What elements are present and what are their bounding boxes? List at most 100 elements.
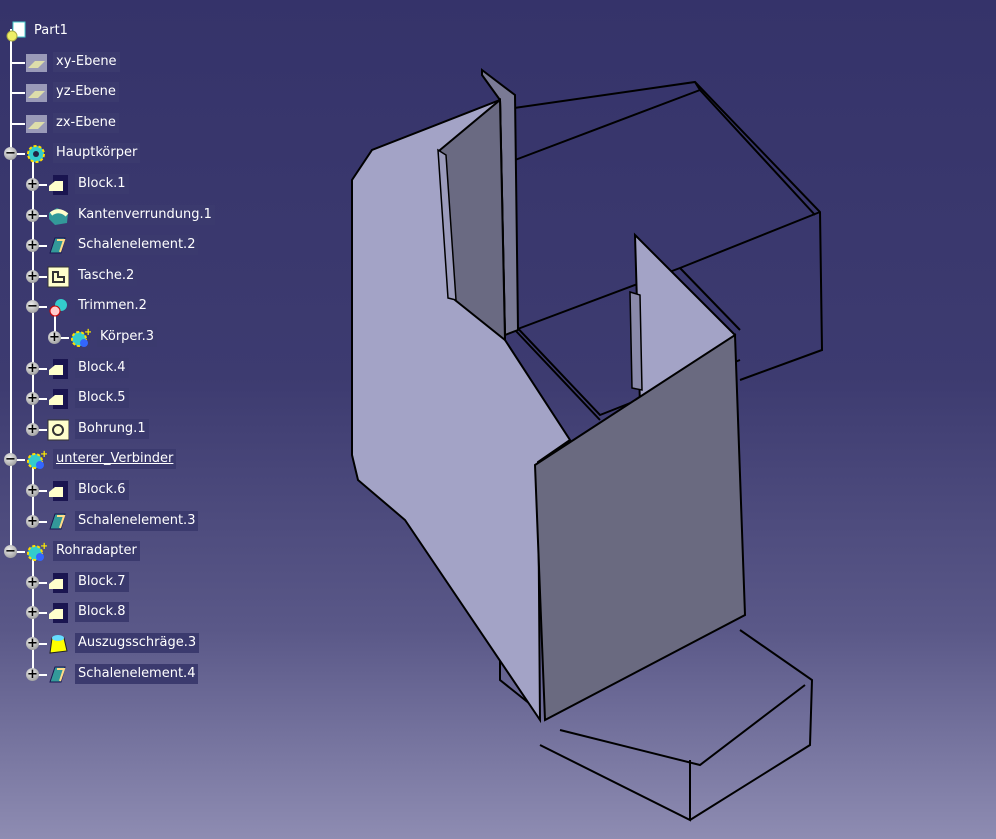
tree-item-label[interactable]: Part1 bbox=[34, 23, 68, 38]
tree-item-label[interactable]: Tasche.2 bbox=[75, 265, 138, 286]
tree-item-bohrung-1[interactable]: + Bohrung.1 bbox=[0, 418, 300, 441]
expand-icon[interactable]: + bbox=[26, 268, 39, 284]
tree-item-block-1[interactable]: + Block.1 bbox=[0, 174, 300, 196]
tree-connector-line bbox=[54, 307, 56, 338]
tree-item-schalenelement-2[interactable]: + Schalenelement.2 bbox=[0, 235, 300, 257]
expand-icon[interactable]: + bbox=[26, 421, 39, 437]
pad-icon[interactable] bbox=[47, 388, 69, 410]
tree-item-label[interactable]: Trimmen.2 bbox=[75, 296, 150, 317]
front-right-panel bbox=[533, 333, 747, 722]
specification-tree: Part1 xy-Ebene yz-Ebene zx-Ebene − Hauptkörpe… bbox=[0, 0, 300, 700]
body-icon[interactable] bbox=[25, 143, 47, 165]
tree-item-block-7[interactable]: + Block.7 bbox=[0, 571, 300, 594]
expand-icon[interactable]: + bbox=[26, 207, 39, 223]
tree-item-label[interactable]: xy-Ebene bbox=[53, 51, 120, 72]
tree-item-label[interactable]: yz-Ebene bbox=[53, 82, 119, 103]
tree-item-label[interactable]: Block.5 bbox=[75, 388, 129, 409]
tree-connector-line bbox=[10, 459, 25, 462]
tree-item-kantenverrundung-1[interactable]: + Kantenverrundung.1 bbox=[0, 204, 300, 227]
tree-item-label[interactable]: Auszugsschräge.3 bbox=[75, 633, 200, 653]
tree-item-label[interactable]: Block.8 bbox=[75, 602, 129, 623]
collapse-icon[interactable]: − bbox=[4, 452, 17, 468]
pad-icon[interactable] bbox=[47, 572, 69, 594]
tree-connector-line bbox=[32, 673, 47, 676]
tree-item-label[interactable]: Schalenelement.2 bbox=[75, 235, 199, 256]
tree-item-block-5[interactable]: + Block.5 bbox=[0, 388, 300, 410]
tree-item-hauptkörper[interactable]: − Hauptkörper bbox=[0, 143, 300, 165]
plane-icon[interactable] bbox=[25, 82, 47, 104]
pad-icon[interactable] bbox=[47, 602, 69, 624]
tree-item-zx-ebene[interactable]: zx-Ebene bbox=[0, 112, 300, 135]
expand-icon[interactable]: + bbox=[48, 330, 61, 345]
tree-connector-line bbox=[32, 643, 47, 645]
tree-item-block-6[interactable]: + Block.6 bbox=[0, 480, 300, 502]
tree-item-rohradapter[interactable]: −+Rohradapter bbox=[0, 541, 300, 563]
collapse-icon[interactable]: − bbox=[4, 146, 17, 162]
shell-icon[interactable] bbox=[47, 235, 69, 257]
tree-item-schalenelement-3[interactable]: + Schalenelement.3 bbox=[0, 510, 300, 533]
tree-item-yz-ebene[interactable]: yz-Ebene bbox=[0, 82, 300, 104]
expand-icon[interactable]: + bbox=[26, 483, 39, 498]
tree-item-label[interactable]: Block.1 bbox=[75, 174, 129, 194]
body-plus-icon[interactable]: + bbox=[25, 449, 48, 471]
tree-item-körper-3[interactable]: ++Körper.3 bbox=[0, 327, 300, 349]
tree-item-label[interactable]: Rohradapter bbox=[53, 541, 140, 562]
tree-item-label[interactable]: unterer_Verbinder bbox=[53, 449, 177, 470]
tree-item-label[interactable]: Bohrung.1 bbox=[75, 418, 149, 439]
plane-icon[interactable] bbox=[25, 52, 47, 74]
tree-item-label[interactable]: Schalenelement.3 bbox=[75, 510, 199, 531]
expand-icon[interactable]: + bbox=[26, 605, 39, 621]
tree-connector-line bbox=[32, 398, 47, 401]
body-plus-icon[interactable]: + bbox=[25, 541, 48, 563]
edge-fillet-icon[interactable] bbox=[47, 205, 69, 227]
right-rib bbox=[629, 290, 643, 391]
shell-icon[interactable] bbox=[47, 511, 69, 533]
expand-icon[interactable]: + bbox=[26, 513, 39, 529]
draft-icon[interactable] bbox=[47, 633, 69, 655]
pocket-icon[interactable] bbox=[47, 266, 70, 288]
tree-connector-line bbox=[10, 92, 25, 95]
hole-icon[interactable] bbox=[47, 419, 70, 441]
tree-item-block-8[interactable]: + Block.8 bbox=[0, 602, 300, 624]
tree-item-unterer-verbinder[interactable]: −+unterer_Verbinder bbox=[0, 449, 300, 471]
tree-item-xy-ebene[interactable]: xy-Ebene bbox=[0, 51, 300, 74]
expand-icon[interactable]: + bbox=[26, 391, 39, 407]
plane-icon[interactable] bbox=[25, 113, 47, 135]
pad-icon[interactable] bbox=[47, 174, 69, 196]
tree-item-label[interactable]: Block.7 bbox=[75, 571, 129, 592]
tree-connector-line bbox=[10, 153, 25, 156]
tree-item-label[interactable]: Kantenverrundung.1 bbox=[75, 204, 215, 225]
tree-item-label[interactable]: zx-Ebene bbox=[53, 112, 119, 133]
expand-icon[interactable]: + bbox=[26, 574, 39, 590]
tree-item-label[interactable]: Block.6 bbox=[75, 480, 129, 500]
part-icon[interactable] bbox=[5, 21, 27, 43]
tree-item-schalenelement-4[interactable]: + Schalenelement.4 bbox=[0, 663, 300, 686]
expand-icon[interactable]: + bbox=[26, 238, 39, 254]
tree-connector-line bbox=[32, 154, 34, 430]
tree-item-block-4[interactable]: + Block.4 bbox=[0, 357, 300, 380]
expand-icon[interactable]: + bbox=[26, 360, 39, 376]
tree-item-trimmen-2[interactable]: − Trimmen.2 bbox=[0, 296, 300, 318]
collapse-icon[interactable]: − bbox=[26, 299, 39, 315]
expand-icon[interactable]: + bbox=[26, 636, 39, 651]
tree-item-label[interactable]: Schalenelement.4 bbox=[75, 663, 199, 684]
tree-item-label[interactable]: Hauptkörper bbox=[53, 143, 141, 164]
tree-item-label[interactable]: Körper.3 bbox=[97, 327, 157, 347]
expand-icon[interactable]: + bbox=[26, 666, 39, 682]
pad-icon[interactable] bbox=[47, 358, 69, 380]
tree-item-auszugsschräge-3[interactable]: + Auszugsschräge.3 bbox=[0, 633, 300, 655]
tree-item-tasche-2[interactable]: + Tasche.2 bbox=[0, 265, 300, 288]
body-plus-icon[interactable]: + bbox=[69, 327, 92, 349]
collapse-icon[interactable]: − bbox=[4, 544, 17, 560]
tree-item-label[interactable]: Block.4 bbox=[75, 357, 129, 378]
trim-icon[interactable] bbox=[47, 296, 69, 318]
tree-item-part1[interactable]: Part1 bbox=[0, 21, 300, 43]
expand-icon[interactable]: + bbox=[26, 177, 39, 192]
tree-connector-line bbox=[10, 61, 25, 64]
pad-icon[interactable] bbox=[47, 480, 69, 502]
wireframe-upper-box bbox=[499, 80, 824, 421]
shell-icon[interactable] bbox=[47, 664, 69, 686]
tree-connector-line bbox=[10, 29, 12, 553]
